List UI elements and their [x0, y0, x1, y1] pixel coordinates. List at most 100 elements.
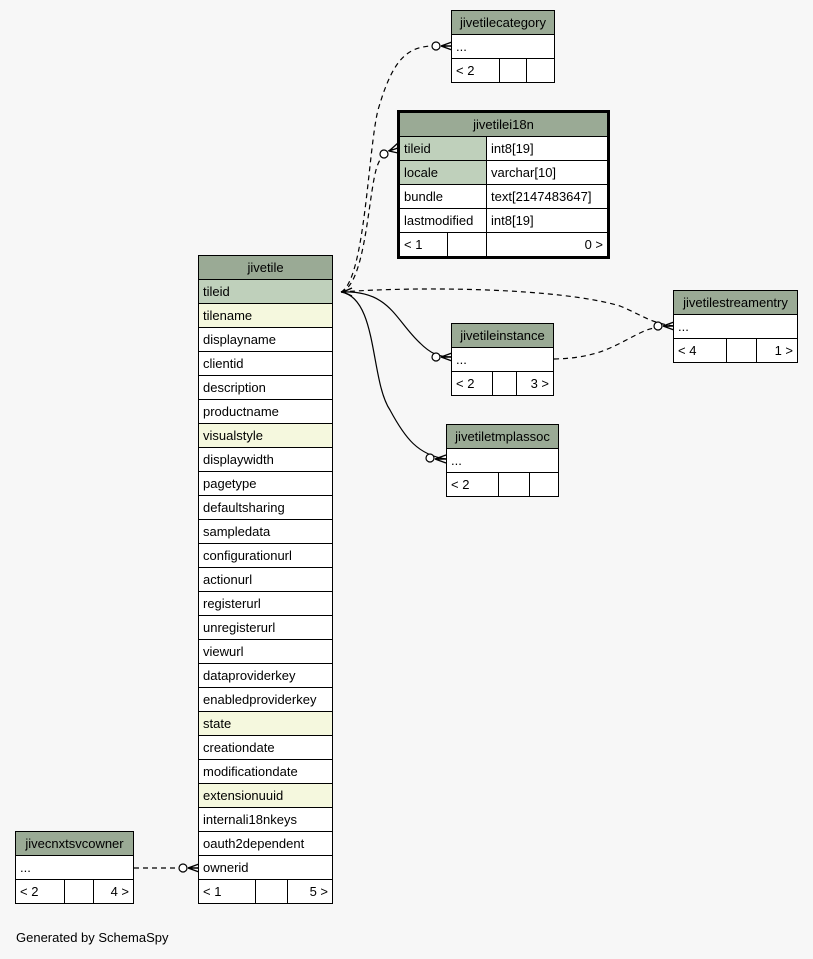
- column-name: actionurl: [203, 572, 253, 587]
- table-title: jivetilestreamentry: [674, 291, 797, 315]
- column-type: int8[19]: [487, 137, 607, 160]
- table-row: state: [199, 712, 332, 736]
- edge-tile-instance: [340, 291, 453, 358]
- column-name: productname: [203, 404, 279, 419]
- table-jivetilecategory[interactable]: jivetilecategory ... < 2: [451, 10, 555, 83]
- table-title: jivecnxtsvcowner: [16, 832, 133, 856]
- row-count: [727, 339, 757, 362]
- table-footer: < 1 5 >: [199, 880, 332, 903]
- row-count: [499, 473, 530, 496]
- table-row: displayname: [199, 328, 332, 352]
- table-jivetiletmplassoc[interactable]: jivetiletmplassoc ... < 2: [446, 424, 559, 497]
- column-name: locale: [400, 161, 487, 184]
- column-name: registerurl: [203, 596, 261, 611]
- table-row: registerurl: [199, 592, 332, 616]
- column-name: visualstyle: [203, 428, 263, 443]
- column-name: viewurl: [203, 644, 244, 659]
- table-title: jivetiletmplassoc: [447, 425, 558, 449]
- column-name: pagetype: [203, 476, 257, 491]
- children-count: 5 >: [309, 884, 328, 899]
- table-title: jivetilei18n: [400, 113, 607, 137]
- table-jivetileinstance[interactable]: jivetileinstance ... < 2 3 >: [451, 323, 554, 396]
- column-name: state: [203, 716, 232, 731]
- parents-count: < 2: [447, 473, 499, 496]
- table-footer: < 2: [447, 473, 558, 496]
- children-count: [527, 59, 554, 82]
- table-jivetilestreamentry[interactable]: jivetilestreamentry ... < 4 1 >: [673, 290, 798, 363]
- column-type: int8[19]: [487, 209, 607, 232]
- table-footer: < 4 1 >: [674, 339, 797, 362]
- table-row: internali18nkeys: [199, 808, 332, 832]
- table-row: description: [199, 376, 332, 400]
- table-row: extensionuuid: [199, 784, 332, 808]
- table-row: dataproviderkey: [199, 664, 332, 688]
- children-count: [530, 473, 558, 496]
- table-row: actionurl: [199, 568, 332, 592]
- edge-tile-streamentry: [340, 288, 675, 327]
- table-footer: < 2: [452, 59, 554, 82]
- table-title: jivetilecategory: [452, 11, 554, 35]
- children-count: 3 >: [530, 376, 549, 391]
- column-name: enabledproviderkey: [203, 692, 317, 707]
- table-row: ownerid: [199, 856, 332, 880]
- row-count: [256, 880, 288, 903]
- table-row: defaultsharing: [199, 496, 332, 520]
- edge-tile-category: [340, 45, 452, 293]
- table-jivetilei18n[interactable]: jivetilei18n tileid int8[19] locale varc…: [397, 110, 610, 259]
- column-name: displayname: [203, 332, 276, 347]
- edge-tile-i18n: [340, 147, 399, 293]
- column-name: lastmodified: [400, 209, 487, 232]
- table-row: viewurl: [199, 640, 332, 664]
- row-ellipsis: ...: [678, 319, 689, 334]
- generated-by-footer: Generated by SchemaSpy: [16, 930, 169, 945]
- parents-count: < 4: [674, 339, 727, 362]
- table-row: displaywidth: [199, 448, 332, 472]
- table-row: ...: [447, 449, 558, 473]
- table-row: ...: [452, 348, 553, 372]
- row-ellipsis: ...: [20, 860, 31, 875]
- table-jivecnxtsvcowner[interactable]: jivecnxtsvcowner ... < 2 4 >: [15, 831, 134, 904]
- column-name: modificationdate: [203, 764, 298, 779]
- column-name: dataproviderkey: [203, 668, 296, 683]
- table-row: oauth2dependent: [199, 832, 332, 856]
- table-row: ...: [674, 315, 797, 339]
- column-type: varchar[10]: [487, 161, 607, 184]
- children-count: 4 >: [110, 884, 129, 899]
- table-row: creationdate: [199, 736, 332, 760]
- column-name: ownerid: [203, 860, 249, 875]
- table-row: lastmodified int8[19]: [400, 209, 607, 233]
- table-row: configurationurl: [199, 544, 332, 568]
- row-ellipsis: ...: [456, 39, 467, 54]
- table-row: visualstyle: [199, 424, 332, 448]
- table-row: tileid: [199, 280, 332, 304]
- column-name: extensionuuid: [203, 788, 284, 803]
- row-count: [493, 372, 517, 395]
- row-count: [448, 233, 487, 256]
- table-footer: < 2 4 >: [16, 880, 133, 903]
- table-row: modificationdate: [199, 760, 332, 784]
- table-row: locale varchar[10]: [400, 161, 607, 185]
- table-row: pagetype: [199, 472, 332, 496]
- parents-count: < 2: [452, 372, 493, 395]
- table-row: ...: [452, 35, 554, 59]
- parents-count: < 1: [199, 880, 256, 903]
- table-row: sampledata: [199, 520, 332, 544]
- column-name: sampledata: [203, 524, 271, 539]
- column-name: oauth2dependent: [203, 836, 305, 851]
- table-row: enabledproviderkey: [199, 688, 332, 712]
- children-count: 1 >: [774, 343, 793, 358]
- table-title: jivetileinstance: [452, 324, 553, 348]
- column-name: description: [203, 380, 266, 395]
- row-ellipsis: ...: [451, 453, 462, 468]
- column-name: defaultsharing: [203, 500, 285, 515]
- column-name: configurationurl: [203, 548, 292, 563]
- column-name: tileid: [400, 137, 487, 160]
- column-name: internali18nkeys: [203, 812, 297, 827]
- column-name: bundle: [400, 185, 487, 208]
- table-row: unregisterurl: [199, 616, 332, 640]
- table-footer: < 1 0 >: [400, 233, 607, 256]
- column-name: unregisterurl: [203, 620, 276, 635]
